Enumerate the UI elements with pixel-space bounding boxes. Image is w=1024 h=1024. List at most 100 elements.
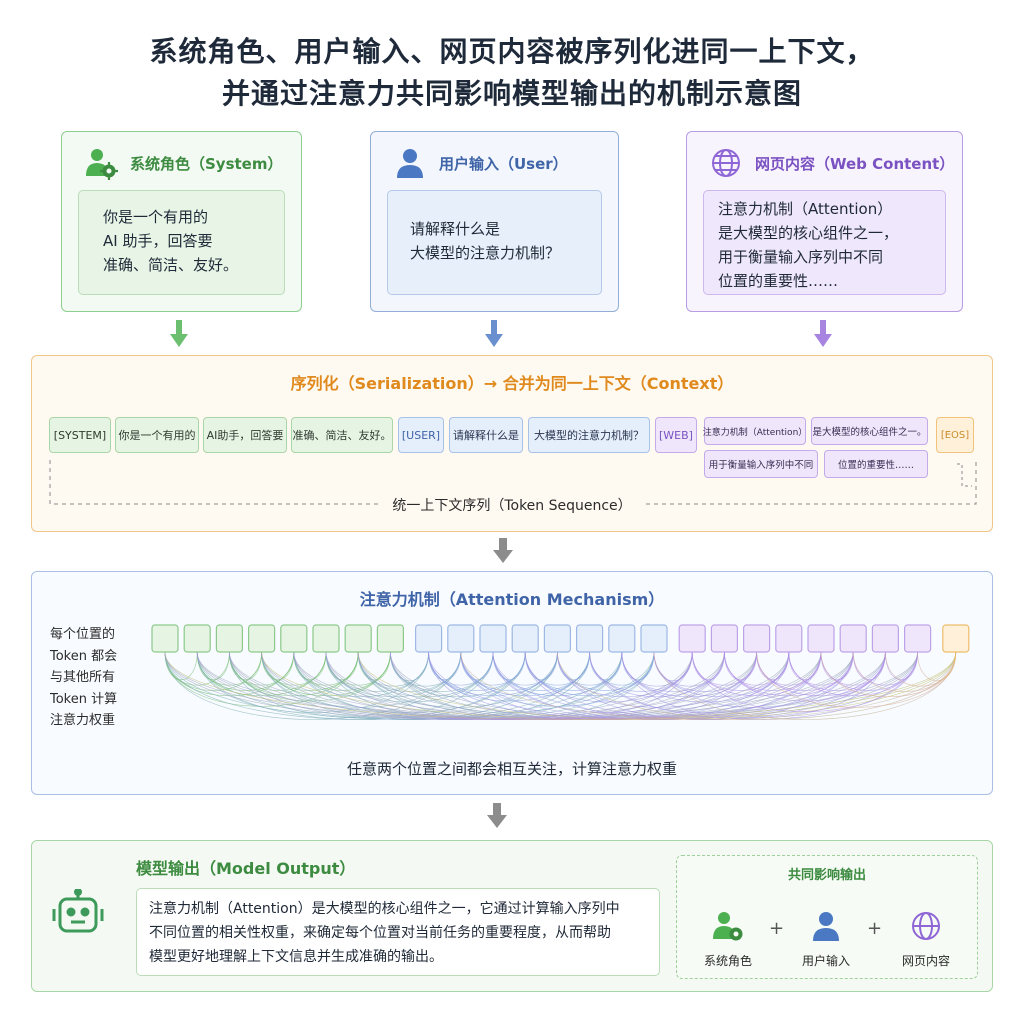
- attention-link: [261, 651, 854, 720]
- attention-link: [852, 651, 886, 680]
- sequence-label: 统一上下文序列（Token Sequence）: [32, 495, 992, 515]
- attention-link: [293, 651, 822, 720]
- attention-link: [357, 651, 957, 720]
- web-line: 是大模型的核心组件之一，: [718, 224, 899, 242]
- attention-link: [724, 651, 854, 697]
- attention-link: [390, 651, 822, 720]
- diagram-title-line-2: 并通过注意力共同影响模型输出的机制示意图: [221, 77, 802, 110]
- attention-graph: [151, 624, 970, 720]
- attention-link: [460, 651, 558, 691]
- attention-link: [293, 651, 725, 720]
- token-web: 注意力机制（Attention）: [703, 417, 807, 445]
- arrow-down-icon: [485, 320, 503, 347]
- attention-link: [756, 651, 854, 691]
- globe-icon: [891, 906, 961, 946]
- attention-link: [261, 651, 295, 680]
- user-input-text: 请解释什么是 大模型的注意力机制？: [387, 190, 602, 295]
- web-line: 注意力机制（Attention）: [718, 200, 893, 218]
- attention-link: [164, 651, 198, 680]
- token-system: 你是一个有用的: [115, 417, 199, 453]
- attention-link: [261, 651, 558, 720]
- arrow-down-icon: [170, 320, 188, 347]
- attention-link: [524, 651, 623, 691]
- attention-link: [524, 651, 558, 680]
- attention-link: [357, 651, 391, 680]
- combined-label: 系统角色: [703, 954, 752, 968]
- attention-link: [788, 651, 886, 691]
- arrow-down-icon: [487, 803, 507, 828]
- attention-token: [151, 624, 179, 653]
- attention-link: [621, 651, 725, 692]
- attention-link: [164, 651, 558, 720]
- attention-link: [557, 651, 655, 691]
- system-role-card: 系统角色（System） 你是一个有用的 AI 助手，回答要 准确、简洁、友好。: [61, 131, 302, 312]
- attention-link: [428, 651, 462, 680]
- attention-link: [428, 651, 526, 691]
- attention-link: [357, 651, 854, 720]
- attention-link: [164, 651, 262, 691]
- attention-link: [492, 651, 623, 697]
- attention-link: [788, 651, 918, 697]
- model-output-title: 模型输出（Model Output）: [136, 859, 356, 878]
- attention-link: [428, 651, 558, 697]
- attention-panel: 注意力机制（Attention Mechanism） 每个位置的 Token 都…: [31, 571, 993, 795]
- attention-link: [196, 651, 918, 720]
- combined-item-user: 用户输入: [791, 906, 861, 969]
- attention-link: [724, 651, 822, 691]
- attention-link: [756, 651, 886, 697]
- attention-link: [756, 651, 886, 697]
- system-role-label: 系统角色（System）: [130, 154, 283, 173]
- attention-link: [557, 651, 693, 698]
- attention-link: [492, 651, 526, 680]
- attention-link: [164, 651, 462, 720]
- attention-link: [325, 651, 429, 692]
- attention-link: [788, 651, 822, 680]
- attention-link: [164, 651, 957, 720]
- attention-link: [390, 651, 429, 681]
- attention-link: [724, 651, 822, 691]
- note-line: 注意力权重: [50, 713, 116, 728]
- attention-link: [557, 651, 590, 680]
- attention-link: [390, 651, 918, 720]
- token-web: 用于衡量输入序列中不同: [704, 450, 818, 478]
- attention-token: [608, 624, 636, 653]
- attention-link: [852, 651, 957, 692]
- attention-token: [839, 624, 867, 653]
- attention-link: [164, 651, 295, 697]
- sequence-label-text: 统一上下文序列（Token Sequence）: [380, 498, 644, 514]
- attention-link: [885, 651, 918, 680]
- attention-link: [196, 651, 327, 697]
- attention-link: [756, 651, 790, 680]
- output-line: 不同位置的相关性权重，来确定每个位置对当前任务的重要程度，从而帮助: [149, 925, 611, 941]
- attention-link: [621, 651, 757, 698]
- attention-link: [428, 651, 526, 691]
- attention-link: [492, 651, 590, 691]
- attention-link: [589, 651, 693, 692]
- token-user-tag: [USER]: [398, 417, 444, 453]
- attention-link: [325, 651, 886, 720]
- globe-icon: [709, 146, 743, 180]
- attention-link: [293, 651, 327, 680]
- token-system-tag: [SYSTEM]: [49, 417, 111, 453]
- attention-link: [820, 651, 918, 691]
- plus-sign: +: [769, 918, 785, 939]
- attention-token: [903, 624, 932, 653]
- attention-link: [261, 651, 757, 720]
- web-line: 位置的重要性……: [718, 272, 839, 290]
- attention-link: [196, 651, 327, 697]
- attention-link: [557, 651, 655, 691]
- attention-link: [492, 651, 526, 680]
- attention-link: [229, 651, 886, 720]
- attention-token: [942, 624, 970, 653]
- attention-link: [524, 651, 655, 697]
- attention-link: [261, 651, 757, 720]
- attention-link: [196, 651, 230, 680]
- attention-link: [164, 651, 462, 720]
- attention-link: [428, 651, 886, 720]
- attention-link: [261, 651, 391, 697]
- attention-token: [543, 624, 572, 653]
- system-line: 你是一个有用的: [103, 208, 209, 226]
- attention-link: [357, 651, 494, 698]
- diagram-title-line-1: 系统角色、用户输入、网页内容被序列化进同一上下文，: [149, 35, 875, 68]
- attention-link: [164, 651, 295, 697]
